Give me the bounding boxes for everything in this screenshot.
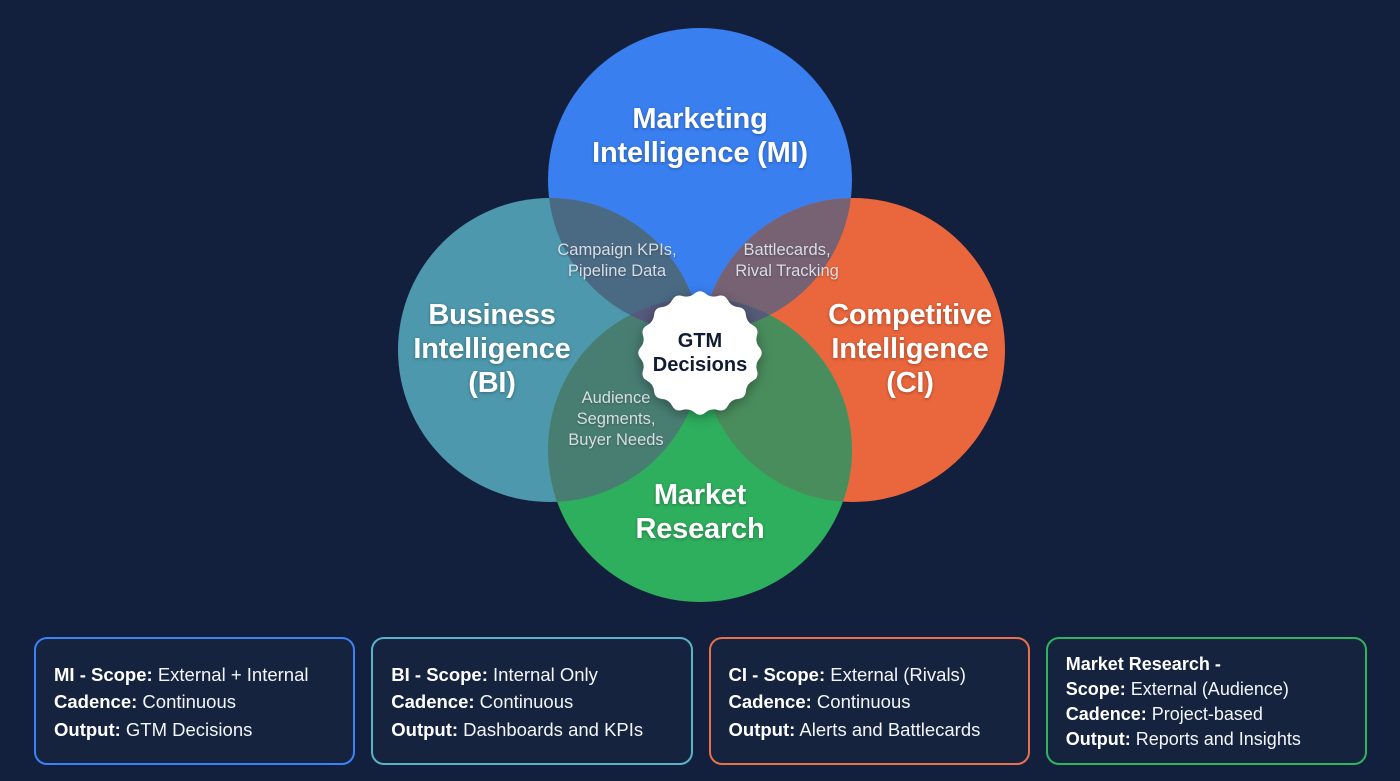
venn-diagram: Marketing Intelligence (MI) Business Int… [398,28,1005,602]
legend-line-label: Output: [54,718,121,740]
legend-line-label: Scope: [1065,678,1126,699]
legend-line-value: Dashboards and KPIs [463,718,644,740]
legend-card-bi: BI - Scope: Internal Only Cadence: Conti… [371,637,693,765]
legend-line: Cadence: Project-based [1066,702,1349,727]
legend-card-market-research: Market Research - Scope: External (Audie… [1045,637,1367,765]
legend-line-value: Continuous [142,691,237,713]
venn-overlap-bi-mi [548,198,702,332]
legend-line: Output: Dashboards and KPIs [391,716,674,743]
legend-line-label: Cadence: [1065,704,1147,724]
venn-overlap-ci-mi [701,198,852,332]
legend-line-value: Project-based [1151,704,1263,724]
legend-line-value: Internal Only [493,663,598,685]
legend-card-ci: CI - Scope: External (Rivals) Cadence: C… [708,637,1030,765]
legend-line: Output: Alerts and Battlecards [729,716,1012,743]
legend-line: Cadence: Continuous [54,688,337,715]
legend-line-value: Reports and Insights [1135,729,1301,750]
legend-card-row: MI - Scope: External + Internal Cadence:… [34,637,1367,765]
legend-line: Output: Reports and Insights [1066,727,1349,752]
legend-line-label: Output: [391,718,459,740]
legend-line-value: Continuous [479,691,574,713]
legend-line-label: Cadence: [728,691,812,713]
legend-line-label: Cadence: [391,691,475,713]
legend-line: Cadence: Continuous [391,688,674,715]
gtm-decisions-badge: GTM Decisions [633,286,767,420]
venn-overlap-ci-mr [701,298,852,502]
legend-line: BI - Scope: Internal Only [391,661,674,688]
legend-line: MI - Scope: External + Internal [54,661,337,688]
legend-line-value: Alerts and Battlecards [799,718,981,740]
legend-line-label: CI - Scope: [728,663,826,685]
legend-line-label: Output: [1065,729,1131,750]
seal-icon [638,291,762,415]
legend-line-label: Market Research - [1065,653,1221,674]
legend-line-label: MI - Scope: [54,663,153,685]
legend-line-label: Cadence: [54,691,138,713]
legend-line: Output: GTM Decisions [54,716,337,743]
legend-line-label: BI - Scope: [391,663,488,685]
legend-card-mi: MI - Scope: External + Internal Cadence:… [34,637,356,765]
legend-line-label: Output: [728,718,796,740]
venn-circles [398,28,1005,602]
legend-line: Market Research - [1066,652,1349,677]
legend-line: CI - Scope: External (Rivals) [729,661,1012,688]
legend-line: Cadence: Continuous [729,688,1012,715]
legend-line-value: Continuous [816,691,911,713]
legend-line-value: External (Rivals) [830,663,966,685]
legend-line: Scope: External (Audience) [1066,677,1349,702]
legend-line-value: External (Audience) [1130,678,1289,699]
legend-line-value: External + Internal [157,663,309,685]
legend-line-value: GTM Decisions [125,718,253,740]
